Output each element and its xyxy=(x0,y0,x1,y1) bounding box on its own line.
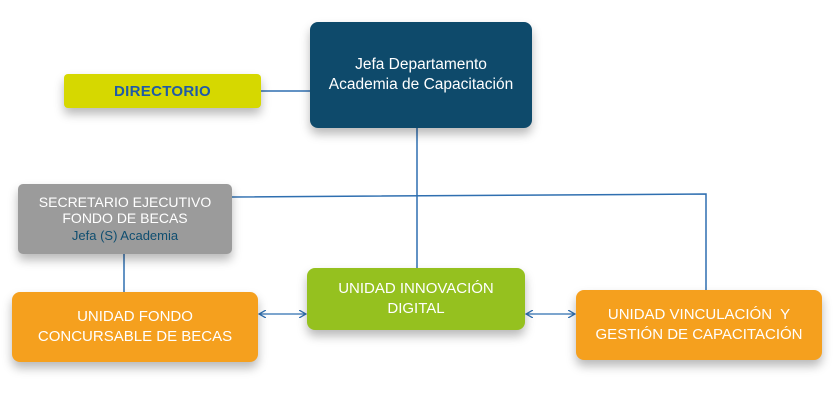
secretario-line2: FONDO DE BECAS xyxy=(62,210,188,226)
secretario-line1: SECRETARIO EJECUTIVO xyxy=(38,194,212,210)
horizontal-connector xyxy=(231,193,707,290)
directorio-label: DIRECTORIO xyxy=(114,82,211,100)
jefa-line2: Academia de Capacitación xyxy=(328,76,514,93)
secretario-ejecutivo-box: SECRETARIO EJECUTIVO FONDO DE BECAS Jefa… xyxy=(18,184,232,254)
unidad-innovacion-box: UNIDAD INNOVACIÓN DIGITAL xyxy=(307,268,525,330)
directorio-box: DIRECTORIO xyxy=(64,74,261,108)
jefa-departamento-box: Jefa Departamento Academia de Capacitaci… xyxy=(310,22,532,128)
innovacion-line1: UNIDAD INNOVACIÓN xyxy=(338,280,494,297)
innovacion-line2: DIGITAL xyxy=(387,300,445,317)
fondo-line2: CONCURSABLE DE BECAS xyxy=(37,328,233,345)
secretario-sub: Jefa (S) Academia xyxy=(71,228,179,243)
vinculacion-line1: UNIDAD VINCULACIÓN Y xyxy=(607,306,791,323)
unidad-fondo-box: UNIDAD FONDO CONCURSABLE DE BECAS xyxy=(12,292,258,362)
jefa-line1: Jefa Departamento xyxy=(355,56,487,73)
fondo-line1: UNIDAD FONDO xyxy=(77,308,193,325)
unidad-vinculacion-box: UNIDAD VINCULACIÓN Y GESTIÓN DE CAPACITA… xyxy=(576,290,822,360)
vinculacion-line2: GESTIÓN DE CAPACITACIÓN xyxy=(595,326,803,343)
